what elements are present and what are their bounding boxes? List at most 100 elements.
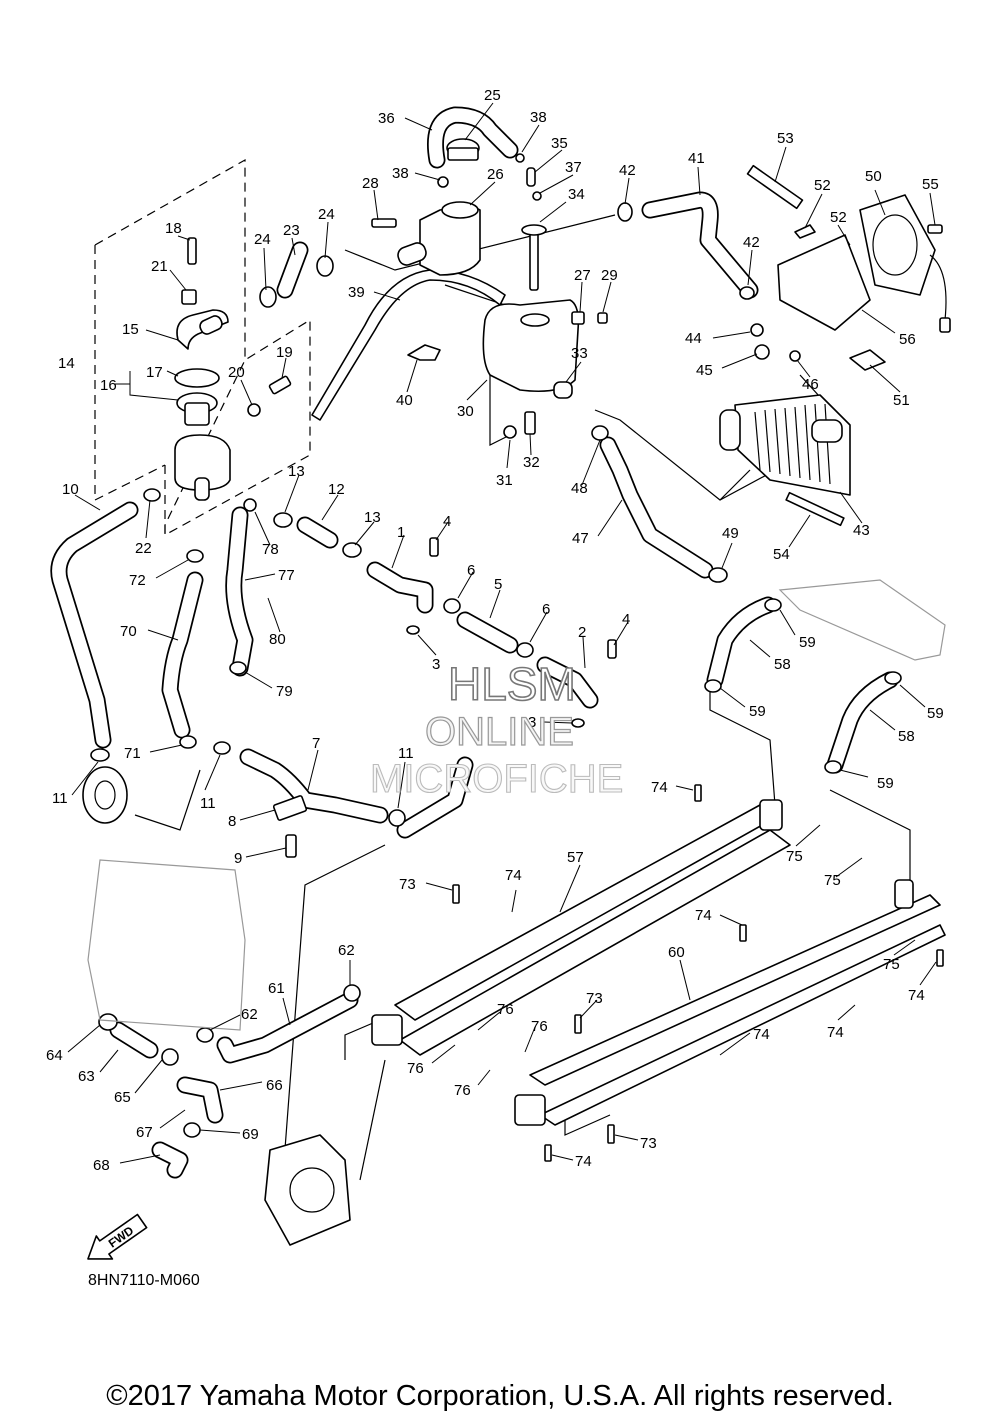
callout-31: 31 bbox=[496, 472, 513, 489]
callout-41: 41 bbox=[688, 150, 705, 167]
hose-77 bbox=[225, 506, 254, 677]
callout-13: 13 bbox=[288, 463, 305, 480]
callout-36: 36 bbox=[378, 110, 395, 127]
assembly-boundary-lines bbox=[94, 158, 911, 1216]
callout-22: 22 bbox=[135, 540, 152, 557]
callout-32: 32 bbox=[523, 454, 540, 471]
callout-58: 58 bbox=[774, 656, 791, 673]
callout-76: 76 bbox=[497, 1001, 514, 1018]
hose-68 bbox=[151, 1141, 189, 1179]
o-ring-17 bbox=[174, 368, 220, 388]
engine-case-ghost bbox=[264, 1134, 351, 1246]
callout-11: 11 bbox=[200, 795, 216, 812]
bolt-27 bbox=[571, 311, 585, 325]
hose-right-riser bbox=[396, 756, 474, 839]
callout-15: 15 bbox=[122, 321, 139, 338]
collar-46 bbox=[789, 350, 801, 362]
copyright-notice: ©2017 Yamaha Motor Corporation, U.S.A. A… bbox=[106, 1380, 894, 1412]
hose-36 bbox=[427, 106, 519, 169]
callout-3: 3 bbox=[432, 656, 440, 673]
callout-45: 45 bbox=[696, 362, 713, 379]
callout-77: 77 bbox=[278, 567, 295, 584]
washer-20 bbox=[247, 403, 261, 417]
callout-56: 56 bbox=[899, 331, 916, 348]
callout-34: 34 bbox=[568, 186, 585, 203]
pipe-35 bbox=[526, 167, 536, 187]
watermark-line-1: HLSM bbox=[448, 658, 576, 710]
callout-69: 69 bbox=[242, 1126, 259, 1143]
thermostat-cover-outlet bbox=[199, 315, 223, 335]
thermostat-assembly bbox=[174, 237, 292, 501]
hose-61 bbox=[216, 991, 359, 1064]
plug-38b bbox=[515, 153, 525, 163]
callout-78: 78 bbox=[262, 541, 279, 558]
callout-27: 27 bbox=[574, 267, 591, 284]
callout-50: 50 bbox=[865, 168, 882, 185]
radiator-assembly bbox=[719, 164, 951, 527]
hose-41 bbox=[641, 191, 759, 299]
callout-52: 52 bbox=[814, 177, 831, 194]
callout-54: 54 bbox=[773, 546, 790, 563]
callout-59: 59 bbox=[799, 634, 816, 651]
bolt-55 bbox=[927, 224, 943, 234]
callout-60: 60 bbox=[668, 944, 685, 961]
bracket-21 bbox=[181, 289, 197, 305]
thermostat-housing bbox=[174, 434, 231, 491]
callout-39: 39 bbox=[348, 284, 365, 301]
callout-74: 74 bbox=[827, 1024, 844, 1041]
callout-labels: 1 2 3 3 4 4 5 6 6 7 8 9 10 11 11 11 12 1… bbox=[46, 87, 944, 1174]
hose-58-lower bbox=[826, 671, 899, 774]
bolt-32 bbox=[524, 411, 536, 435]
leader-lines bbox=[67, 102, 937, 1164]
callout-49: 49 bbox=[722, 525, 739, 542]
callout-48: 48 bbox=[571, 480, 588, 497]
callout-74: 74 bbox=[651, 779, 668, 796]
bolt-18 bbox=[187, 237, 197, 265]
plug-38a bbox=[437, 176, 449, 188]
callout-18: 18 bbox=[165, 220, 182, 237]
callout-35: 35 bbox=[551, 135, 568, 152]
callout-43: 43 bbox=[853, 522, 870, 539]
callout-30: 30 bbox=[457, 403, 474, 420]
clip-37 bbox=[532, 191, 542, 201]
callout-57: 57 bbox=[567, 849, 584, 866]
callout-1: 1 bbox=[397, 524, 405, 541]
callout-16: 16 bbox=[100, 377, 117, 394]
callout-13: 13 bbox=[364, 509, 381, 526]
hose-12 bbox=[296, 516, 339, 549]
callout-75: 75 bbox=[786, 848, 803, 865]
callout-73: 73 bbox=[586, 990, 603, 1007]
frame-ghost bbox=[87, 579, 946, 1031]
callout-24: 24 bbox=[318, 206, 335, 223]
watermark-line-2: ONLINE bbox=[425, 710, 574, 754]
cooling-pipe-57 bbox=[371, 799, 791, 1056]
callout-66: 66 bbox=[266, 1077, 283, 1094]
hose-58-upper bbox=[706, 596, 777, 689]
callout-47: 47 bbox=[572, 530, 589, 547]
callout-2: 2 bbox=[578, 624, 586, 641]
fan-shroud-56 bbox=[777, 234, 871, 331]
callout-20: 20 bbox=[228, 364, 245, 381]
callout-59: 59 bbox=[877, 775, 894, 792]
callout-74: 74 bbox=[505, 867, 522, 884]
screws bbox=[429, 537, 944, 1162]
hose-10 bbox=[50, 501, 139, 749]
callout-64: 64 bbox=[46, 1047, 63, 1064]
reservoir-tank-30 bbox=[482, 299, 580, 393]
callout-6: 6 bbox=[542, 601, 550, 618]
callout-51: 51 bbox=[893, 392, 910, 409]
callout-76: 76 bbox=[531, 1018, 548, 1035]
callout-59: 59 bbox=[749, 703, 766, 720]
watermark: HLSM ONLINE MICROFICHE bbox=[369, 657, 623, 801]
callout-24: 24 bbox=[254, 231, 271, 248]
callout-55: 55 bbox=[922, 176, 939, 193]
plate-51 bbox=[849, 349, 886, 371]
callout-65: 65 bbox=[114, 1089, 131, 1106]
callout-40: 40 bbox=[396, 392, 413, 409]
callout-61: 61 bbox=[268, 980, 285, 997]
callout-10: 10 bbox=[62, 481, 79, 498]
callout-80: 80 bbox=[269, 631, 286, 648]
callout-53: 53 bbox=[777, 130, 794, 147]
hose-70 bbox=[161, 571, 204, 739]
